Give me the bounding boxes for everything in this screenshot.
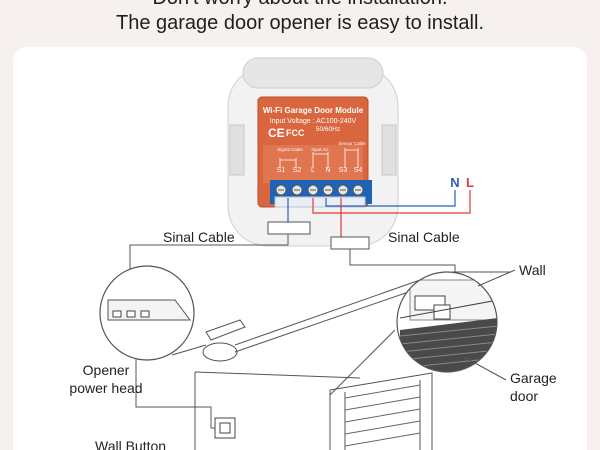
wifi-module: CE FCC bbox=[257, 96, 372, 208]
signal-cable-left-label: Sinal Cable bbox=[163, 229, 235, 245]
ce-mark: CE bbox=[268, 126, 285, 140]
garage-structure bbox=[194, 371, 433, 450]
module-title: Wi-Fi Garage Door Module bbox=[263, 106, 364, 115]
module-frequency: 50/60Hz bbox=[316, 126, 340, 133]
headline-line-2: The garage door opener is easy to instal… bbox=[116, 12, 484, 34]
terminal-label-s4: S4 bbox=[354, 167, 363, 174]
terminal-label-n: N bbox=[325, 167, 330, 174]
terminal-label-s2: S2 bbox=[293, 167, 302, 174]
module-label-input-ac: Input AC bbox=[311, 147, 329, 152]
signal-cables bbox=[129, 221, 456, 429]
live-label: L bbox=[466, 175, 474, 190]
wall-callout bbox=[329, 269, 516, 396]
fcc-mark: FCC bbox=[286, 128, 305, 138]
wall-button-label: Wall Button bbox=[95, 438, 167, 450]
module-input-voltage: Input Voltage : AC100-240V bbox=[270, 118, 357, 125]
wall-label: Wall bbox=[519, 262, 546, 278]
terminal-label-l: L bbox=[311, 167, 315, 174]
opener-label-line-1: Opener bbox=[82, 362, 130, 378]
terminal-label-s1: S1 bbox=[277, 167, 286, 174]
terminal-label-s3: S3 bbox=[339, 167, 348, 174]
module-label-signal-cable: Signal Cable bbox=[277, 147, 303, 152]
terminal-screws bbox=[275, 184, 364, 196]
wall-button-icon bbox=[214, 417, 236, 439]
module-label-sensor-cable: Sensor Cable bbox=[338, 141, 366, 146]
garage-door-label-line-2: door bbox=[510, 388, 539, 404]
opener-label-line-2: power head bbox=[69, 380, 143, 396]
neutral-label: N bbox=[450, 175, 459, 190]
opener-callout bbox=[99, 265, 207, 361]
garage-opener bbox=[202, 279, 421, 362]
signal-cable-right-label: Sinal Cable bbox=[388, 229, 460, 245]
garage-door-label-line-1: Garage bbox=[510, 370, 557, 386]
headline-line-1: Don't worry about the installation. bbox=[0, 0, 600, 10]
